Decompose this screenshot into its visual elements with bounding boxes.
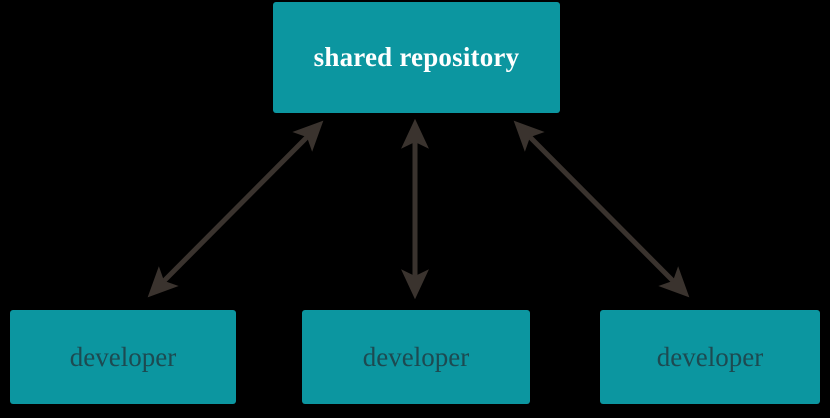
connector-left-arrow [147,120,324,298]
node-developer-3-label: developer [656,341,764,372]
node-developer-1: developer [10,310,236,404]
node-developer-2: developer [302,310,530,404]
connector-right-arrow [513,120,690,298]
node-shared-repository-label: shared repository [313,42,520,72]
node-shared-repository: shared repository [273,2,560,113]
node-developer-1-label: developer [69,341,177,372]
node-developer-2-label: developer [362,341,470,372]
node-developer-3: developer [600,310,820,404]
